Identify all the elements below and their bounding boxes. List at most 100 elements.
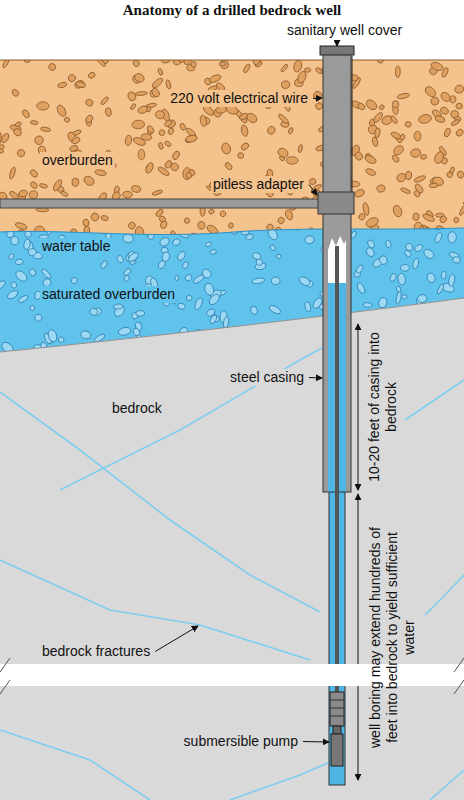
pebble bbox=[378, 230, 383, 243]
pebble bbox=[433, 150, 445, 164]
pebble bbox=[165, 79, 171, 89]
pebble bbox=[135, 91, 147, 96]
pebble bbox=[377, 296, 388, 309]
pebble bbox=[46, 222, 54, 236]
pebble bbox=[392, 101, 399, 108]
pebble bbox=[89, 307, 99, 317]
well-cover bbox=[320, 46, 354, 55]
pebble bbox=[372, 137, 379, 147]
pebble bbox=[425, 336, 435, 346]
pebble bbox=[205, 241, 213, 247]
pebble bbox=[423, 85, 437, 99]
pebble bbox=[190, 61, 196, 67]
pebble bbox=[71, 136, 81, 145]
pebble bbox=[23, 239, 31, 250]
pebble bbox=[176, 250, 187, 262]
pebble bbox=[292, 221, 302, 231]
pebble bbox=[105, 107, 113, 117]
pebble bbox=[397, 92, 410, 99]
submersible-pump bbox=[330, 692, 344, 766]
pebble bbox=[15, 259, 24, 266]
pebble bbox=[242, 63, 251, 73]
pebble bbox=[179, 232, 190, 238]
pebble bbox=[184, 218, 190, 224]
dimension-label: 10-20 feet of casing into bedrock bbox=[366, 330, 400, 484]
pebble bbox=[240, 142, 250, 152]
pebble bbox=[29, 191, 37, 199]
pebble bbox=[164, 159, 173, 169]
pebble bbox=[40, 127, 51, 132]
pebble bbox=[396, 286, 402, 293]
pebble bbox=[448, 332, 456, 344]
pebble bbox=[172, 238, 181, 246]
pebble bbox=[305, 323, 317, 335]
pebble bbox=[436, 283, 445, 295]
pebble bbox=[289, 337, 296, 348]
pebble bbox=[448, 232, 457, 244]
pebble bbox=[379, 255, 389, 265]
pebble bbox=[184, 273, 193, 282]
pebble bbox=[314, 333, 321, 342]
pebble bbox=[276, 147, 289, 159]
pebble bbox=[362, 202, 370, 216]
pebble bbox=[15, 221, 28, 230]
pebble bbox=[401, 308, 412, 319]
pump-rib bbox=[330, 708, 344, 709]
pebble bbox=[118, 326, 132, 336]
pebble bbox=[422, 213, 436, 223]
pebble bbox=[309, 178, 316, 185]
pebble bbox=[174, 338, 184, 345]
pebble bbox=[122, 233, 134, 243]
pebble bbox=[30, 120, 38, 125]
pebble bbox=[113, 304, 127, 318]
leader-line bbox=[309, 185, 317, 196]
pebble bbox=[0, 132, 2, 145]
layer-label: overburden bbox=[40, 152, 115, 169]
pebble bbox=[364, 154, 378, 165]
pebble bbox=[57, 81, 67, 88]
pebble bbox=[376, 184, 385, 193]
pebble bbox=[414, 131, 421, 140]
pebble bbox=[434, 115, 445, 124]
pebble bbox=[152, 189, 163, 196]
pebble bbox=[275, 253, 281, 259]
pebble bbox=[448, 330, 459, 341]
pebble bbox=[420, 154, 426, 159]
pebble bbox=[60, 190, 69, 197]
pebble bbox=[443, 128, 451, 138]
pebble bbox=[37, 102, 50, 111]
pebble bbox=[397, 273, 406, 286]
pebble bbox=[286, 156, 298, 164]
pebble bbox=[132, 120, 145, 129]
pebble bbox=[10, 281, 18, 289]
pebble bbox=[374, 128, 380, 138]
pebble bbox=[159, 216, 166, 222]
pebble bbox=[403, 249, 412, 258]
pump-body bbox=[330, 692, 344, 726]
pebble bbox=[146, 125, 155, 134]
pebble bbox=[101, 215, 109, 221]
water-line-pipe bbox=[0, 199, 322, 208]
pebble bbox=[455, 128, 464, 137]
pebble bbox=[364, 98, 378, 112]
pebble bbox=[63, 116, 70, 123]
pebble bbox=[363, 303, 372, 308]
pebble bbox=[450, 110, 459, 118]
pebble bbox=[401, 264, 410, 271]
pebble bbox=[392, 204, 404, 218]
pebble bbox=[18, 190, 27, 198]
pebble bbox=[429, 183, 438, 188]
pebble bbox=[418, 113, 432, 124]
pebble bbox=[294, 343, 299, 349]
pebble bbox=[186, 295, 193, 301]
pebble bbox=[159, 129, 166, 136]
pebble bbox=[130, 103, 137, 110]
overburden-pebbles bbox=[0, 53, 464, 244]
pebble bbox=[40, 268, 52, 280]
break-mark bbox=[454, 658, 464, 672]
pebble bbox=[306, 227, 314, 236]
pebble bbox=[83, 226, 90, 235]
pebble bbox=[441, 67, 449, 78]
pebble bbox=[28, 248, 37, 257]
